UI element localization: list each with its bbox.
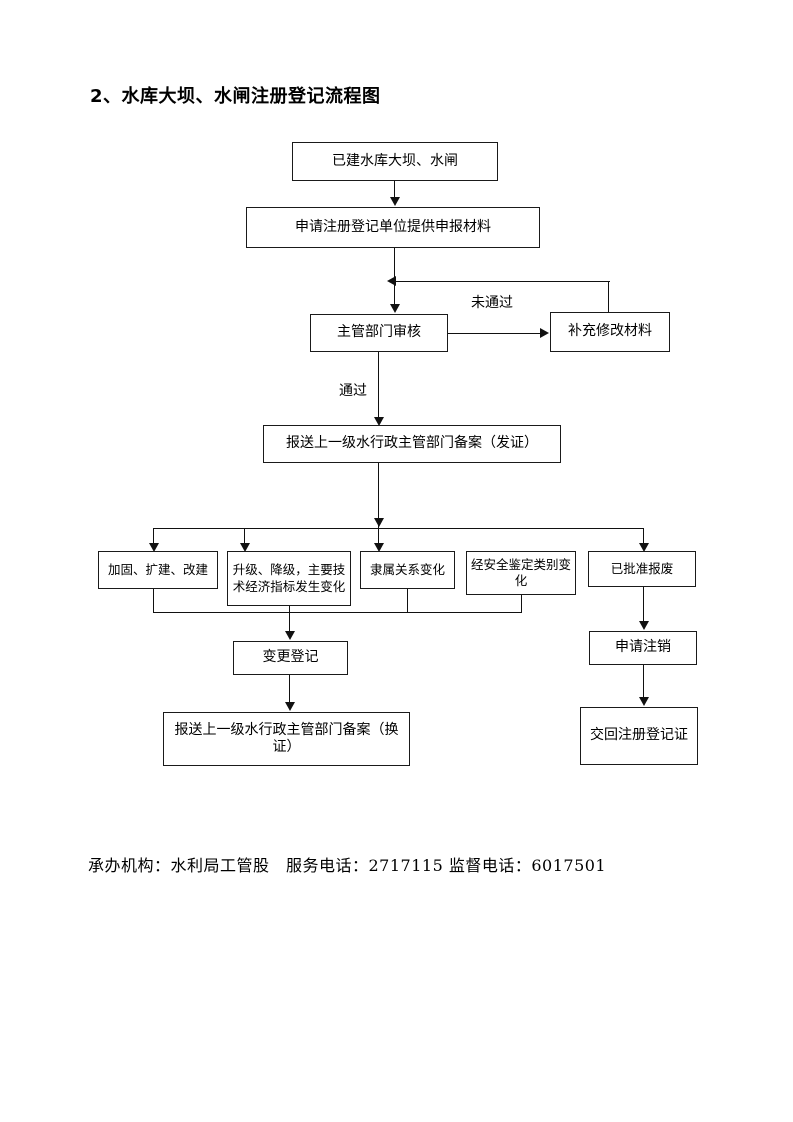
arrowhead-bus-n7: [240, 543, 250, 552]
arrowhead-n3-n5: [374, 417, 384, 426]
connector-bus-n10: [643, 528, 644, 544]
edge-label-fail: 未通过: [468, 292, 516, 312]
node-supplement-revise-materials[interactable]: 补充修改材料: [550, 312, 670, 352]
arrowhead-n2-n3: [390, 304, 400, 313]
arrowhead-merge-to-n11: [285, 631, 295, 640]
arrowhead-n3-n4: [540, 328, 549, 338]
node-apply-cancellation[interactable]: 申请注销: [589, 631, 697, 665]
node-report-to-upper-authority-issue-cert[interactable]: 报送上一级水行政主管部门备案（发证）: [263, 425, 561, 463]
node-affiliation-change[interactable]: 隶属关系变化: [360, 551, 455, 589]
node-approved-scrapping[interactable]: 已批准报废: [588, 551, 696, 587]
connector-n3-n5: [378, 352, 379, 418]
connector-bus-n6: [153, 528, 154, 544]
arrowhead-n10-n13: [639, 621, 649, 630]
connector-n10-n13: [643, 587, 644, 622]
footer-contact-info: 承办机构：水利局工管股 服务电话：2717115 监督电话：6017501: [88, 856, 607, 875]
arrowhead-bus-n6: [149, 543, 159, 552]
arrowhead-n1-n2: [390, 197, 400, 206]
arrowhead-feedback-to-n2: [387, 276, 396, 286]
edge-label-pass: 通过: [336, 380, 370, 400]
node-reinforce-expand-rebuild[interactable]: 加固、扩建、改建: [98, 551, 218, 589]
arrowhead-trunk-to-bus: [374, 518, 384, 527]
connector-bus-n8: [378, 528, 379, 544]
connector-n9-down: [521, 595, 522, 613]
page-title: 2、水库大坝、水闸注册登记流程图: [90, 86, 381, 107]
connector-n7-down: [289, 606, 290, 613]
node-change-registration[interactable]: 变更登记: [233, 641, 348, 675]
connector-feedback-left: [392, 281, 610, 282]
arrowhead-n11-n12: [285, 702, 295, 711]
connector-n1-n2: [394, 181, 395, 198]
merge-bus: [153, 612, 522, 613]
node-authority-review[interactable]: 主管部门审核: [310, 314, 448, 352]
node-report-to-upper-authority-renew-cert[interactable]: 报送上一级水行政主管部门备案（换证）: [163, 712, 410, 766]
connector-n3-n4: [448, 333, 540, 334]
connector-n6-down: [153, 589, 154, 613]
connector-bus-n7: [244, 528, 245, 544]
node-return-registration-certificate[interactable]: 交回注册登记证: [580, 707, 698, 765]
connector-n11-n12: [289, 675, 290, 703]
connector-merge-to-n11: [289, 612, 290, 632]
node-safety-appraisal-class-change[interactable]: 经安全鉴定类别变化: [466, 551, 576, 595]
node-applicant-submits-materials[interactable]: 申请注册登记单位提供申报材料: [246, 207, 540, 248]
connector-n5-to-fanout: [378, 463, 379, 528]
connector-n8-down: [407, 589, 408, 613]
arrowhead-bus-n10: [639, 543, 649, 552]
fanout-bus: [153, 528, 644, 529]
arrowhead-bus-n8: [374, 543, 384, 552]
node-upgrade-downgrade-tech-index-change[interactable]: 升级、降级，主要技术经济指标发生变化: [227, 551, 351, 606]
arrowhead-n13-n14: [639, 697, 649, 706]
connector-feedback-up: [608, 281, 609, 312]
node-existing-reservoir-dam-sluice[interactable]: 已建水库大坝、水闸: [292, 142, 498, 181]
connector-n13-n14: [643, 665, 644, 698]
